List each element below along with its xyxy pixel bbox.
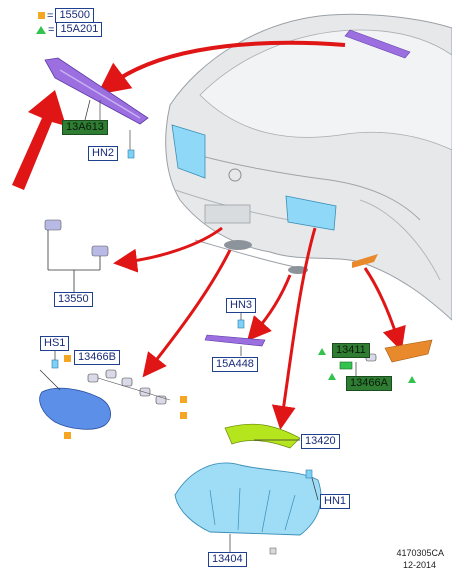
vehicle-side-marker bbox=[352, 254, 378, 268]
arrow-to-13550 bbox=[113, 226, 223, 273]
marker-green-3 bbox=[408, 376, 416, 383]
vehicle-rear-body bbox=[165, 13, 452, 321]
arrow-to-15A448 bbox=[247, 274, 292, 341]
part-side-marker-lamp bbox=[384, 339, 433, 363]
label-13420: 13420 bbox=[301, 434, 340, 449]
arrow-to-left-lamp bbox=[142, 249, 232, 378]
arrow-to-side-marker bbox=[363, 267, 406, 352]
part-13411-socket bbox=[339, 361, 353, 370]
label-13466B: 13466B bbox=[74, 350, 120, 365]
part-13404-housing bbox=[174, 462, 322, 536]
marker-orange-3 bbox=[64, 432, 71, 439]
vehicle-right-tail-lamp bbox=[285, 195, 337, 231]
marker-orange-4 bbox=[64, 355, 71, 362]
legend-row-1: = 15500 bbox=[38, 8, 95, 23]
clip bbox=[269, 547, 277, 555]
part-13550-sockets bbox=[44, 219, 109, 292]
label-hn3: HN3 bbox=[226, 298, 257, 313]
green-triangle-icon bbox=[36, 25, 46, 34]
screw-hn1 bbox=[305, 469, 313, 479]
label-hn1: HN1 bbox=[320, 494, 351, 509]
legend-dash: = bbox=[48, 23, 55, 36]
label-13550: 13550 bbox=[54, 292, 93, 307]
label-hn2: HN2 bbox=[88, 146, 119, 161]
highlight-arrow bbox=[12, 90, 66, 190]
screw-hn2 bbox=[127, 149, 135, 159]
label-13466A: 13466A bbox=[346, 376, 392, 391]
part-left-tail-lamp bbox=[39, 387, 111, 430]
illustration-code: 4170305CA bbox=[396, 548, 444, 558]
orange-square-icon bbox=[38, 12, 45, 19]
illustration-date: 12-2014 bbox=[402, 560, 436, 570]
arrow-to-13420 bbox=[271, 227, 317, 430]
marker-orange-2 bbox=[180, 412, 187, 419]
screw-hn3 bbox=[237, 319, 245, 329]
screw-hs1 bbox=[51, 359, 59, 369]
label-13A613: 13A613 bbox=[62, 120, 108, 135]
label-15A448: 15A448 bbox=[212, 357, 258, 372]
legend-label-1: 15500 bbox=[55, 8, 95, 23]
legend-row-2: = 15A201 bbox=[36, 22, 103, 37]
vehicle-high-mount-stop-lamp bbox=[344, 29, 411, 59]
marker-green-2 bbox=[328, 373, 336, 380]
marker-green-1 bbox=[318, 348, 326, 355]
label-13404: 13404 bbox=[208, 552, 247, 567]
arrow-to-stop-lamp bbox=[97, 40, 346, 95]
marker-orange-1 bbox=[180, 396, 187, 403]
legend-label-2: 15A201 bbox=[56, 22, 103, 37]
legend-dash: = bbox=[47, 9, 54, 22]
label-13411: 13411 bbox=[332, 343, 370, 358]
vehicle-left-tail-lamp bbox=[171, 124, 206, 179]
part-15A448-lamp bbox=[204, 334, 266, 347]
label-hs1: HS1 bbox=[40, 336, 70, 351]
part-13466B-bulbs bbox=[87, 369, 171, 405]
part-13420-reflector bbox=[224, 423, 301, 449]
